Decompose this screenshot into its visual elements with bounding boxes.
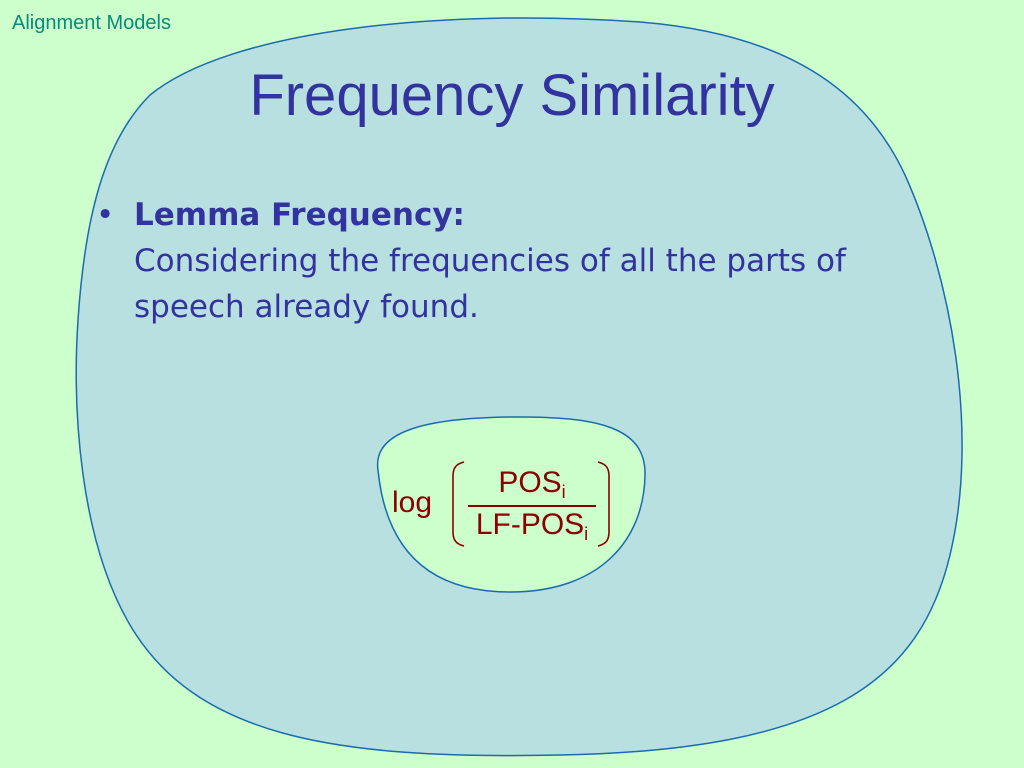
header-label: Alignment Models — [12, 12, 171, 34]
right-paren-icon — [597, 461, 610, 547]
fraction-bar — [468, 505, 596, 507]
denominator-subscript: i — [584, 524, 589, 544]
numerator-subscript: i — [561, 482, 566, 502]
left-paren-icon — [452, 461, 465, 547]
slide-title: Frequency Similarity — [249, 63, 775, 128]
formula: log POSi LF-POSi — [392, 458, 622, 558]
bullet-content: Lemma Frequency: Considering the frequen… — [134, 192, 916, 330]
bullet-heading: Lemma Frequency: — [134, 197, 465, 233]
inner-rounded-blob — [376, 416, 646, 593]
formula-denominator: LF-POSi — [475, 508, 589, 544]
bullet-icon: • — [96, 197, 115, 233]
formula-log: log — [392, 486, 433, 519]
bullet-item: • Lemma Frequency: Considering the frequ… — [96, 192, 916, 330]
formula-numerator: POSi — [498, 466, 566, 502]
bullet-body: Considering the frequencies of all the p… — [134, 243, 846, 325]
outer-rounded-blob — [75, 17, 963, 757]
